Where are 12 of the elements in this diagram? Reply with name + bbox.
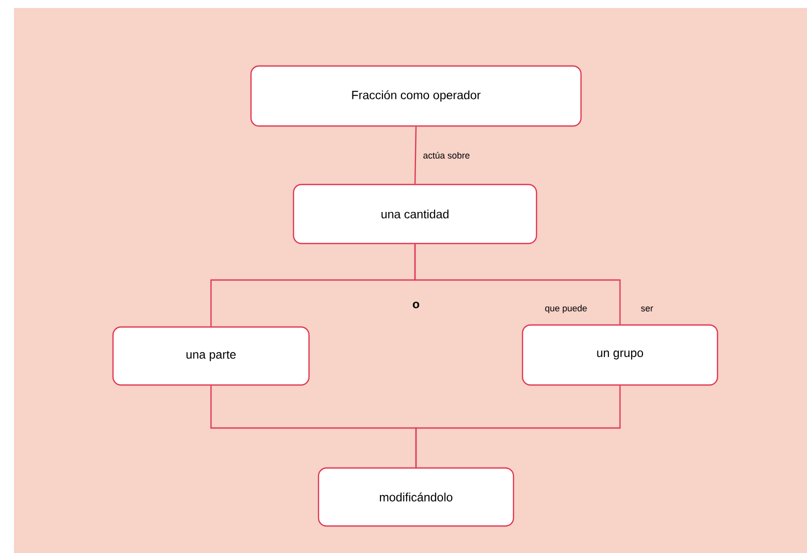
connector-line: [414, 244, 621, 324]
connector-line: [414, 126, 417, 184]
connector-line: [415, 386, 621, 468]
concept-box: un grupo: [522, 324, 718, 386]
connector-word: o: [412, 302, 420, 308]
concept-box: Fracción como operador: [250, 65, 582, 127]
concept-box: una cantidad: [292, 184, 538, 244]
concept-box: una parte: [112, 326, 310, 386]
connector-word: ser: [641, 306, 654, 312]
connector-word: que puede: [545, 304, 587, 314]
edge-label: actúa sobre: [423, 152, 470, 159]
concept-box: modificándolo: [318, 467, 514, 527]
